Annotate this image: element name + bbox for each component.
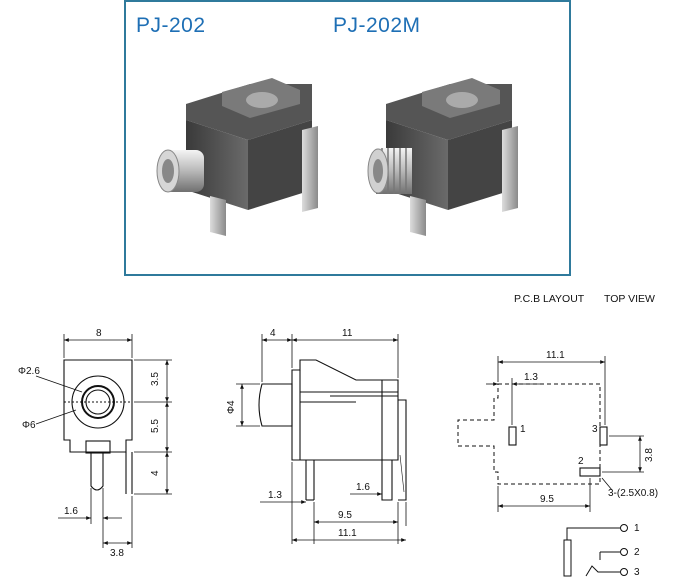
side-nose-dia-label: Φ4 [226,400,237,414]
pcb-pad2-label: 2 [578,456,584,467]
pcb-layout-drawing [457,356,644,512]
model-title-pj202: PJ-202 [136,14,206,37]
pcb-offset-label: 1.3 [524,372,538,383]
front-dia-small-label: Φ2.6 [18,366,40,377]
pcb-pad-spec-label: 3-(2.5X0.8) [608,488,658,499]
pcb-total-label: 11.1 [546,350,565,361]
top-view-label: TOP VIEW [604,293,655,305]
schematic-pin1-label: 1 [634,523,640,534]
side-nose-len-label: 4 [270,328,276,339]
pcb-pad-dist-label: 9.5 [540,494,554,505]
pcb-layout-label: P.C.B LAYOUT [514,293,585,305]
front-pin-span-label: 3.8 [110,548,124,559]
schematic-pin2-label: 2 [634,547,640,558]
side-pin1-label: 1.3 [268,490,282,501]
front-view-drawing [35,334,172,548]
front-h3-label: 4 [150,470,161,476]
jack-photo-pj202m [367,78,518,236]
side-pin2-label: 1.6 [356,482,370,493]
front-h1-label: 3.5 [150,372,161,386]
jack-photo-pj202 [156,78,318,236]
schematic-pin3-label: 3 [634,567,640,578]
front-width-label: 8 [96,328,102,339]
pcb-pad3-label: 3 [592,424,598,435]
front-dia-large-label: Φ6 [22,420,36,431]
side-total-label: 11.1 [338,528,357,539]
pcb-pad-spacing-label: 3.8 [644,448,655,462]
schematic-symbol [563,524,628,577]
front-pin-offset-label: 1.6 [64,506,78,517]
model-title-pj202m: PJ-202M [333,14,421,37]
pcb-pad1-label: 1 [520,424,526,435]
front-h2-label: 5.5 [150,419,161,433]
side-body-len-label: 11 [342,328,353,339]
side-pin3-label: 9.5 [338,510,352,521]
side-view-drawing [236,334,407,544]
